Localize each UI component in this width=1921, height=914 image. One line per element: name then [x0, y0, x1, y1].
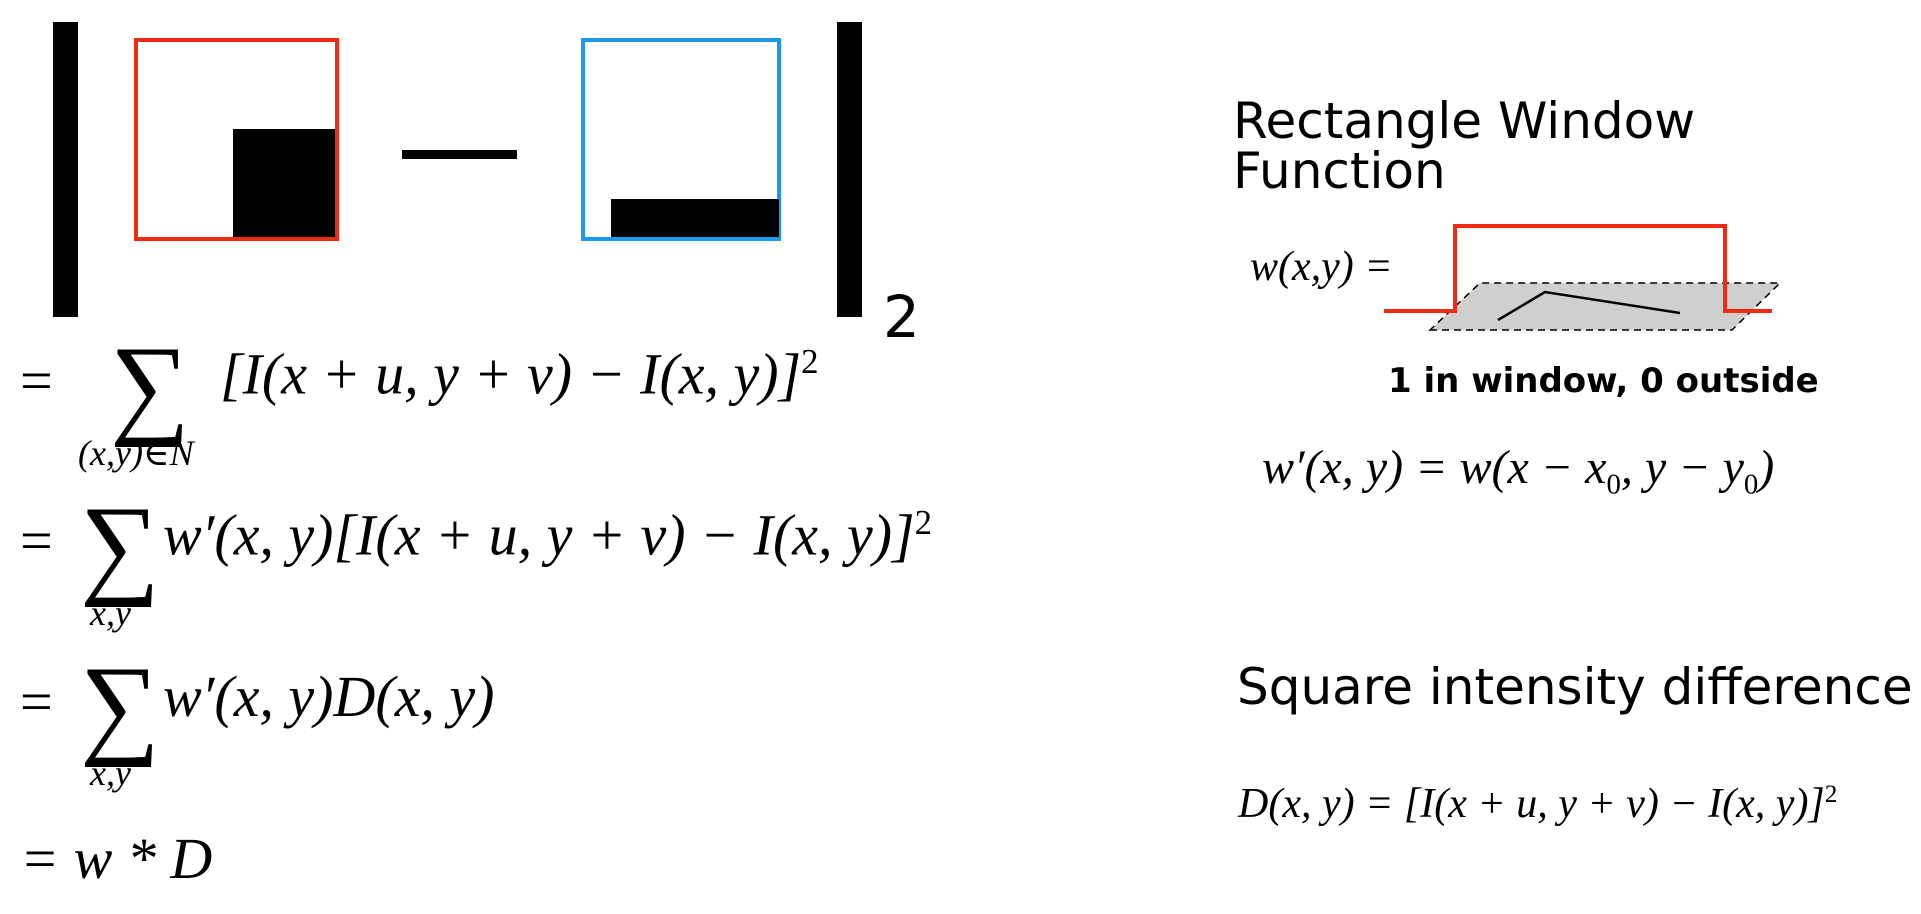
eq1-body-text: [I(x + u, y + v) − I(x, y)] [220, 341, 802, 407]
eq3-equals: = [20, 669, 53, 734]
window-surface-curve [1497, 290, 1681, 322]
eq2-body-text: w′(x, y)[I(x + u, y + v) − I(x, y)] [163, 502, 915, 568]
eq3-body: w′(x, y)D(x, y) [163, 664, 495, 729]
eq1-equals: = [20, 348, 53, 413]
norm-left-bar [53, 22, 78, 317]
eq3-sum-index: x,y [90, 753, 131, 793]
eq2-sigma: ∑ [80, 484, 160, 608]
equation-4: = w * D [20, 826, 213, 891]
shift-sub-y0: 0 [1743, 468, 1759, 501]
difference-panel-title: Square intensity difference [1237, 658, 1913, 716]
shift-formula: w′(x, y) = w(x − x0, y − y0) [1262, 444, 1774, 499]
shift-sub-x0: 0 [1606, 468, 1621, 501]
norm-subscript: 2 [883, 283, 920, 351]
window-plane [1428, 282, 1780, 331]
difference-formula: D(x, y) = [I(x + u, y + v) − I(x, y)]2 [1238, 782, 1837, 825]
shift-formula-mid: , y − y [1620, 441, 1744, 494]
norm-right-bar [837, 22, 862, 317]
eq1-sigma: ∑ [110, 324, 190, 448]
w-label: w(x,y) = [1250, 244, 1393, 290]
minus-sign [402, 150, 517, 159]
eq2-body: w′(x, y)[I(x + u, y + v) − I(x, y)]2 [163, 503, 933, 564]
window-a-fill [233, 129, 335, 237]
window-caption: 1 in window, 0 outside [1388, 361, 1819, 401]
eq1-body: [I(x + u, y + v) − I(x, y)]2 [220, 342, 819, 403]
shift-formula-end: ) [1758, 441, 1775, 494]
difference-exponent: 2 [1824, 781, 1838, 808]
window-panel-title: Rectangle Window Function [1233, 92, 1696, 200]
window-a-box [134, 38, 339, 241]
eq2-exponent: 2 [914, 503, 933, 542]
window-function-plot [1384, 224, 1780, 331]
eq3-sigma: ∑ [80, 644, 160, 768]
window-b-box [581, 38, 781, 241]
eq2-equals: = [20, 508, 53, 573]
difference-formula-text: D(x, y) = [I(x + u, y + v) − I(x, y)] [1238, 781, 1825, 827]
window-step-line [1384, 224, 1772, 313]
eq2-sum-index: x,y [90, 593, 131, 633]
window-b-fill [611, 199, 779, 237]
eq1-sum-index: (x,y)∈N [78, 433, 194, 473]
shift-formula-start: w′(x, y) = w(x − x [1262, 441, 1607, 494]
eq1-exponent: 2 [801, 342, 819, 381]
